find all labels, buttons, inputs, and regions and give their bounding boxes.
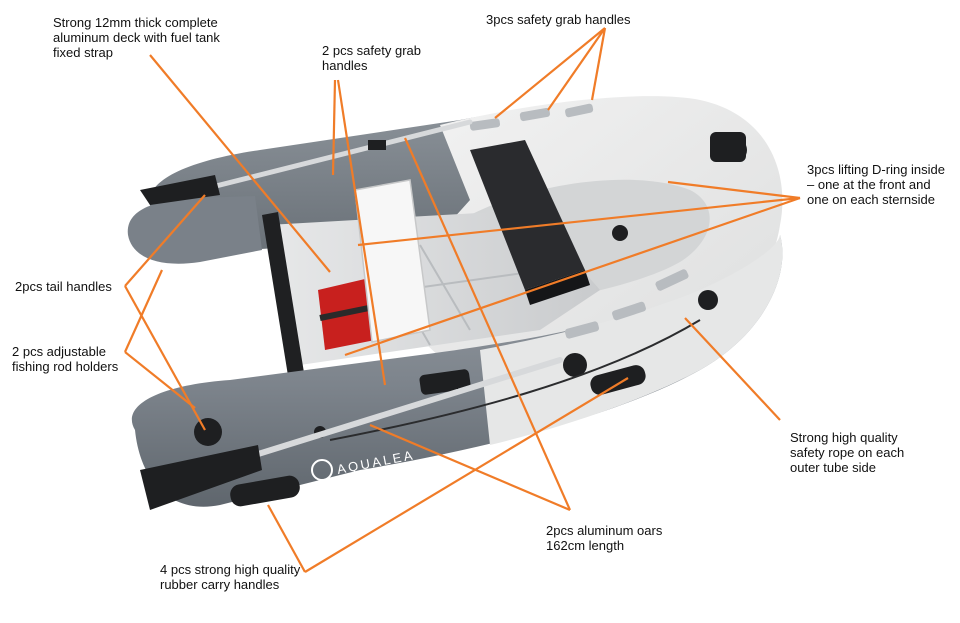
leader-grab-three-c — [590, 27, 607, 101]
leader-tail-a — [124, 194, 206, 287]
leader-grab-two-b — [336, 79, 387, 386]
leader-grab-three-b — [547, 27, 606, 111]
leader-rod-b — [124, 351, 196, 409]
callout-safety-rope: Strong high quality safety rope on each … — [790, 430, 905, 475]
grab-handle-strips — [469, 103, 689, 339]
callout-grab-handles-two: 2 pcs safety grab handles — [322, 43, 421, 73]
callout-deck: Strong 12mm thick complete aluminum deck… — [53, 15, 220, 60]
leader-d-ring-c — [344, 196, 801, 357]
callout-leader-lines — [123, 27, 801, 573]
oar-near — [140, 357, 563, 510]
leader-carry-b — [304, 377, 629, 573]
callout-grab-handles-three: 3pcs safety grab handles — [486, 12, 631, 27]
callout-lifting-d-ring: 3pcs lifting D-ring inside – one at the … — [807, 162, 946, 207]
transom — [262, 212, 306, 388]
callout-aluminum-oars: 2pcs aluminum oars 162cm length — [546, 523, 663, 553]
leader-rod-a — [123, 269, 164, 353]
port-tail-cone — [127, 196, 262, 264]
leader-oar-b — [369, 423, 571, 512]
starboard-tube-light — [480, 235, 783, 445]
leader-grab-two-a — [331, 79, 337, 176]
leader-rope — [684, 317, 781, 421]
leader-carry-a — [267, 504, 306, 573]
leader-oar-a — [403, 137, 572, 511]
oar-far — [140, 119, 473, 205]
oarlock-near — [438, 375, 458, 389]
bow-seat — [470, 140, 585, 290]
callout-tail-handles: 2pcs tail handles — [15, 279, 112, 294]
leader-deck — [149, 54, 331, 273]
leader-d-ring-b — [357, 196, 801, 247]
callout-carry-handles: 4 pcs strong high quality rubber carry h… — [160, 562, 301, 592]
bench-seat — [354, 179, 431, 343]
leader-grab-three-a — [494, 27, 606, 119]
callout-rod-holders: 2 pcs adjustable fishing rod holders — [12, 344, 119, 374]
oarlock-far — [368, 140, 386, 150]
leader-d-ring-a — [667, 180, 801, 200]
